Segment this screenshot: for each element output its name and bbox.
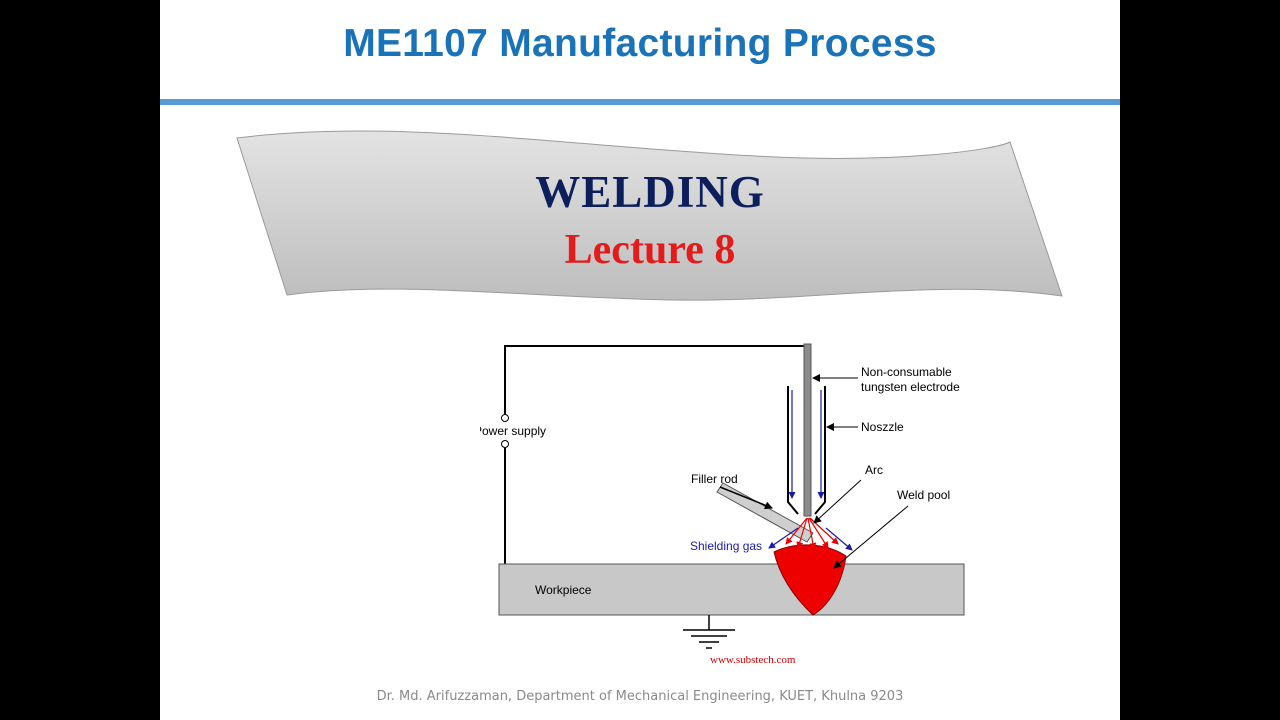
nozzle-shape [787, 386, 826, 515]
tig-welding-diagram: Non-consumable tungsten electrode Noszzl… [474, 330, 1000, 670]
electrode-label-line2: tungsten electrode [861, 380, 960, 394]
title-divider [160, 99, 1120, 105]
leader-lines [719, 374, 909, 569]
slide: ME1107 Manufacturing Process WELDING Lec… [160, 0, 1120, 720]
filler-rod-label: Filler rod [691, 472, 738, 486]
topic-title: WELDING [535, 167, 765, 217]
ground-icon [683, 615, 735, 649]
source-credit: www.substech.com [710, 654, 796, 666]
workpiece-label: Workpiece [535, 583, 592, 597]
gas-flow-arrows [768, 390, 853, 551]
footer-credit: Dr. Md. Arifuzzaman, Department of Mecha… [376, 689, 904, 704]
wavy-banner-shape [236, 130, 1063, 301]
tungsten-electrode [803, 343, 812, 517]
tig-welding-illustration: Non-consumable tungsten electrode Noszzl… [474, 343, 965, 649]
workpiece-block [498, 563, 965, 616]
course-title: ME1107 Manufacturing Process [343, 22, 937, 65]
filler-rod-shape [716, 482, 814, 543]
lecture-label: Lecture 8 [564, 227, 736, 273]
shielding-gas-label: Shielding gas [690, 539, 762, 553]
electrode-label-line1: Non-consumable [861, 365, 952, 379]
weld-pool-label: Weld pool [897, 488, 950, 502]
power-circuit [501, 345, 805, 564]
title-banner: WELDING Lecture 8 [235, 130, 1065, 310]
nozzle-label: Noszzle [861, 420, 904, 434]
power-supply-label: Power supply [480, 424, 546, 438]
arc-label: Arc [865, 463, 883, 477]
